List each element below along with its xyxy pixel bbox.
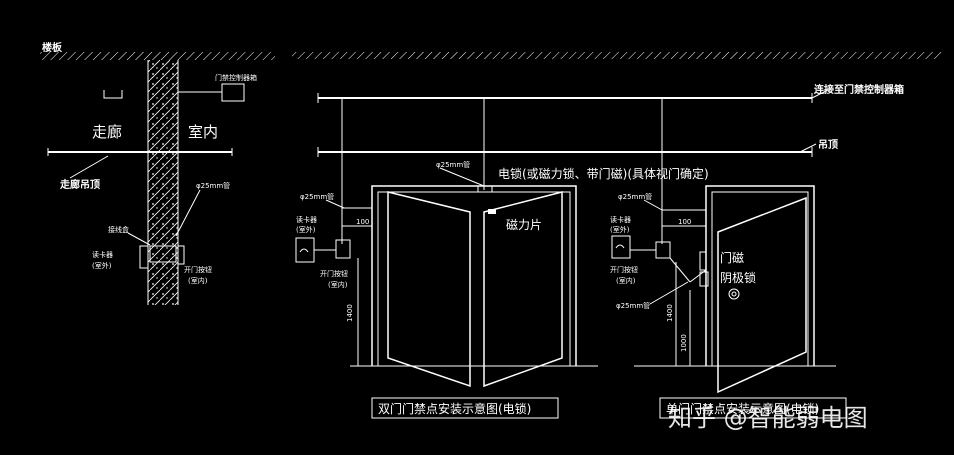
pipe-25-label: φ25mm管 bbox=[196, 181, 230, 190]
junction-box bbox=[149, 245, 177, 263]
corridor-label: 走廊 bbox=[92, 123, 122, 141]
card-reader-sublabel: (室外) bbox=[92, 261, 112, 270]
double-door-left-leaf bbox=[387, 191, 471, 388]
door-contact-label: 门磁 bbox=[720, 250, 744, 265]
lock-note: 电锁(或磁力锁、带门磁)(具体视门确定) bbox=[498, 166, 709, 181]
height-right-2: 1000 bbox=[680, 334, 688, 352]
button-left-label: 开门按钮 bbox=[320, 269, 348, 278]
wall bbox=[148, 60, 178, 305]
door-contact bbox=[699, 251, 707, 271]
left-section: 楼板 门禁控制器箱 走廊 室内 走廊吊顶 φ25mm管 接线盒 读卡器 (室外)… bbox=[40, 41, 275, 305]
dim-100-right: 100 bbox=[678, 218, 691, 226]
door-handle bbox=[728, 288, 740, 300]
controller-box-label: 门禁控制器箱 bbox=[215, 73, 257, 82]
reader-right-sublabel: (室外) bbox=[610, 225, 630, 234]
magnet-plate-label: 磁力片 bbox=[506, 217, 542, 232]
cathode-lock bbox=[699, 271, 709, 287]
exit-button-device bbox=[177, 245, 185, 265]
ceiling-label: 吊顶 bbox=[818, 139, 838, 151]
reader-right bbox=[611, 235, 631, 259]
height-right-1: 1400 bbox=[666, 304, 674, 322]
single-door-leaf bbox=[717, 196, 807, 394]
button-right-sublabel: (室内) bbox=[616, 276, 636, 285]
corridor-ceiling-label: 走廊吊顶 bbox=[59, 178, 100, 191]
indoor-label: 室内 bbox=[188, 123, 218, 141]
pipe-bottom-label: φ25mm管 bbox=[616, 301, 650, 310]
cathode-lock-label: 阴极锁 bbox=[720, 270, 756, 285]
junction-right bbox=[655, 241, 671, 259]
caption-double-box bbox=[371, 397, 559, 419]
electric-lock bbox=[477, 185, 493, 193]
card-reader-device bbox=[139, 245, 149, 269]
junction-box-label: 接线盒 bbox=[108, 225, 129, 234]
button-right-label: 开门按钮 bbox=[610, 265, 638, 274]
exit-button-label: 开门按钮 bbox=[184, 265, 212, 274]
caption-double: 双门门禁点安装示意图(电锁) bbox=[378, 401, 531, 416]
magnet-plate bbox=[488, 209, 496, 214]
reader-left-sublabel: (室外) bbox=[296, 225, 316, 234]
exit-button-sublabel: (室内) bbox=[188, 276, 208, 285]
controller-box bbox=[221, 83, 245, 102]
floor-slab-label: 楼板 bbox=[42, 41, 63, 54]
double-door-frame bbox=[371, 185, 577, 366]
height-left: 1400 bbox=[346, 304, 354, 322]
watermark: 知乎 @智能弱电图 bbox=[668, 404, 868, 432]
floor-slab bbox=[40, 52, 275, 60]
right-floor-slab bbox=[292, 52, 942, 59]
reader-left bbox=[295, 237, 315, 263]
reader-left-label: 读卡器 bbox=[296, 215, 317, 224]
pipe-left-label: φ25mm管 bbox=[300, 192, 334, 201]
reader-right-label: 读卡器 bbox=[610, 215, 631, 224]
single-door-frame bbox=[705, 185, 815, 366]
caption-single: 单门门禁点安装示意图(电锁) bbox=[666, 401, 819, 416]
junction-left bbox=[335, 239, 351, 259]
right-section: 连接至门禁控制器箱 吊顶 电锁(或磁力锁、带门磁)(具体视门确定) 磁力片 φ2… bbox=[292, 52, 942, 419]
card-reader-label: 读卡器 bbox=[92, 250, 113, 259]
to-controller-label: 连接至门禁控制器箱 bbox=[814, 83, 904, 96]
caption-single-box bbox=[659, 397, 847, 419]
pipe-top-label: φ25mm管 bbox=[436, 160, 470, 169]
dim-100-left: 100 bbox=[356, 218, 369, 226]
button-left-sublabel: (室内) bbox=[328, 280, 348, 289]
double-door-right-leaf bbox=[483, 191, 563, 388]
pipe-right-label: φ25mm管 bbox=[618, 192, 652, 201]
